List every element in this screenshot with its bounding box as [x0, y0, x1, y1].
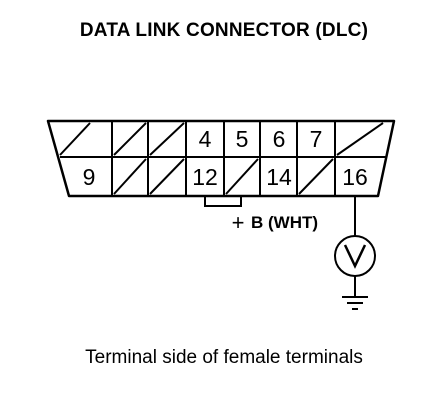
ground-icon — [342, 296, 368, 310]
unused-cavity-marks-top — [59, 122, 384, 156]
pin-label-12: 12 — [192, 164, 218, 190]
connector-outline — [46, 119, 396, 198]
pin-label-16: 16 — [342, 164, 368, 190]
supply-sign: + — [232, 210, 245, 235]
pin-label-9: 9 — [83, 164, 96, 190]
top-row-dividers — [111, 121, 336, 157]
unused-cavity-marks-bottom — [113, 158, 334, 195]
pin-label-4: 4 — [199, 126, 212, 152]
diagram-caption: Terminal side of female terminals — [85, 347, 363, 368]
pin-label-5: 5 — [236, 126, 249, 152]
pin-label-6: 6 — [273, 126, 286, 152]
voltmeter-icon — [334, 235, 376, 277]
bottom-row-dividers — [111, 157, 336, 196]
pin-label-7: 7 — [310, 126, 323, 152]
connector-latch — [204, 196, 242, 207]
diagram-title: DATA LINK CONNECTOR (DLC) — [79, 20, 369, 41]
pin-label-14: 14 — [266, 164, 292, 190]
supply-label: B (WHT) — [251, 213, 318, 232]
